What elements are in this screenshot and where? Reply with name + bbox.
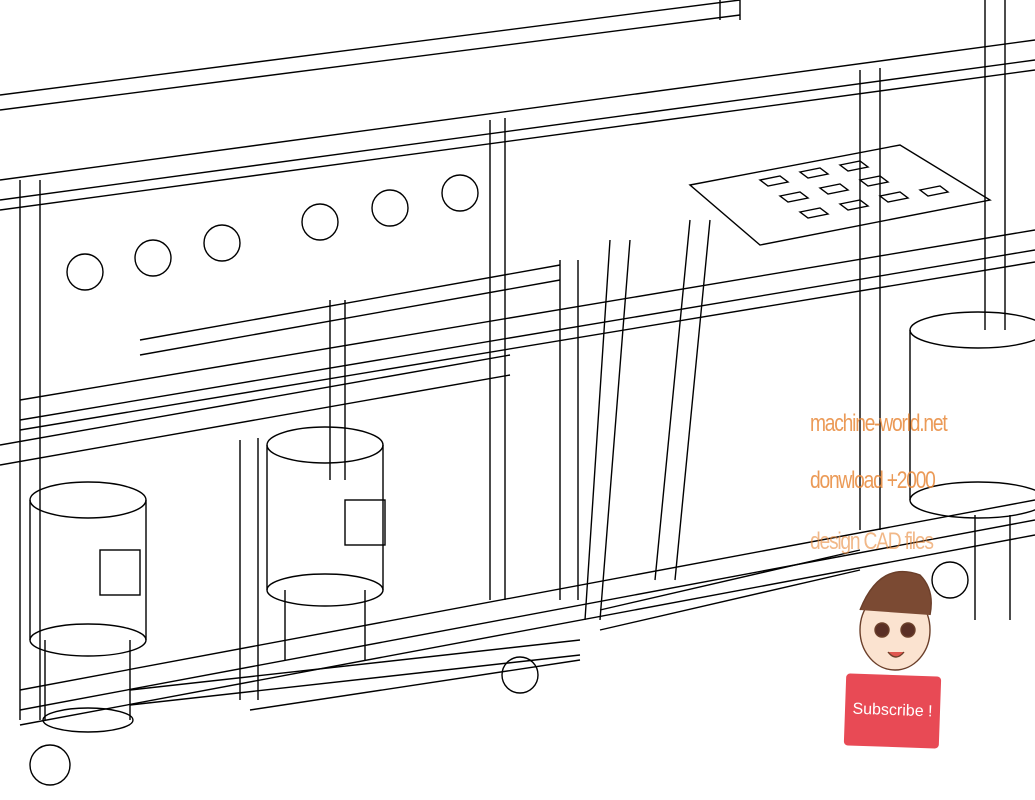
- subscribe-badge: Subscribe !: [843, 673, 942, 749]
- watermark-line-2: donwload +2000: [810, 467, 936, 494]
- watermark-line-3: design CAD files: [810, 528, 934, 555]
- pressure-gauges: [66, 174, 479, 291]
- perforated-plate: [688, 144, 992, 246]
- manifold-pipes: [129, 219, 861, 711]
- mascot-illustration: [859, 570, 932, 671]
- motor-center: [266, 426, 386, 660]
- frame: [0, 0, 1035, 726]
- watermark-line-1: machine-world.net: [810, 410, 948, 437]
- motor-left: [29, 481, 147, 733]
- casters: [29, 656, 539, 786]
- filter-housing: [909, 311, 1035, 620]
